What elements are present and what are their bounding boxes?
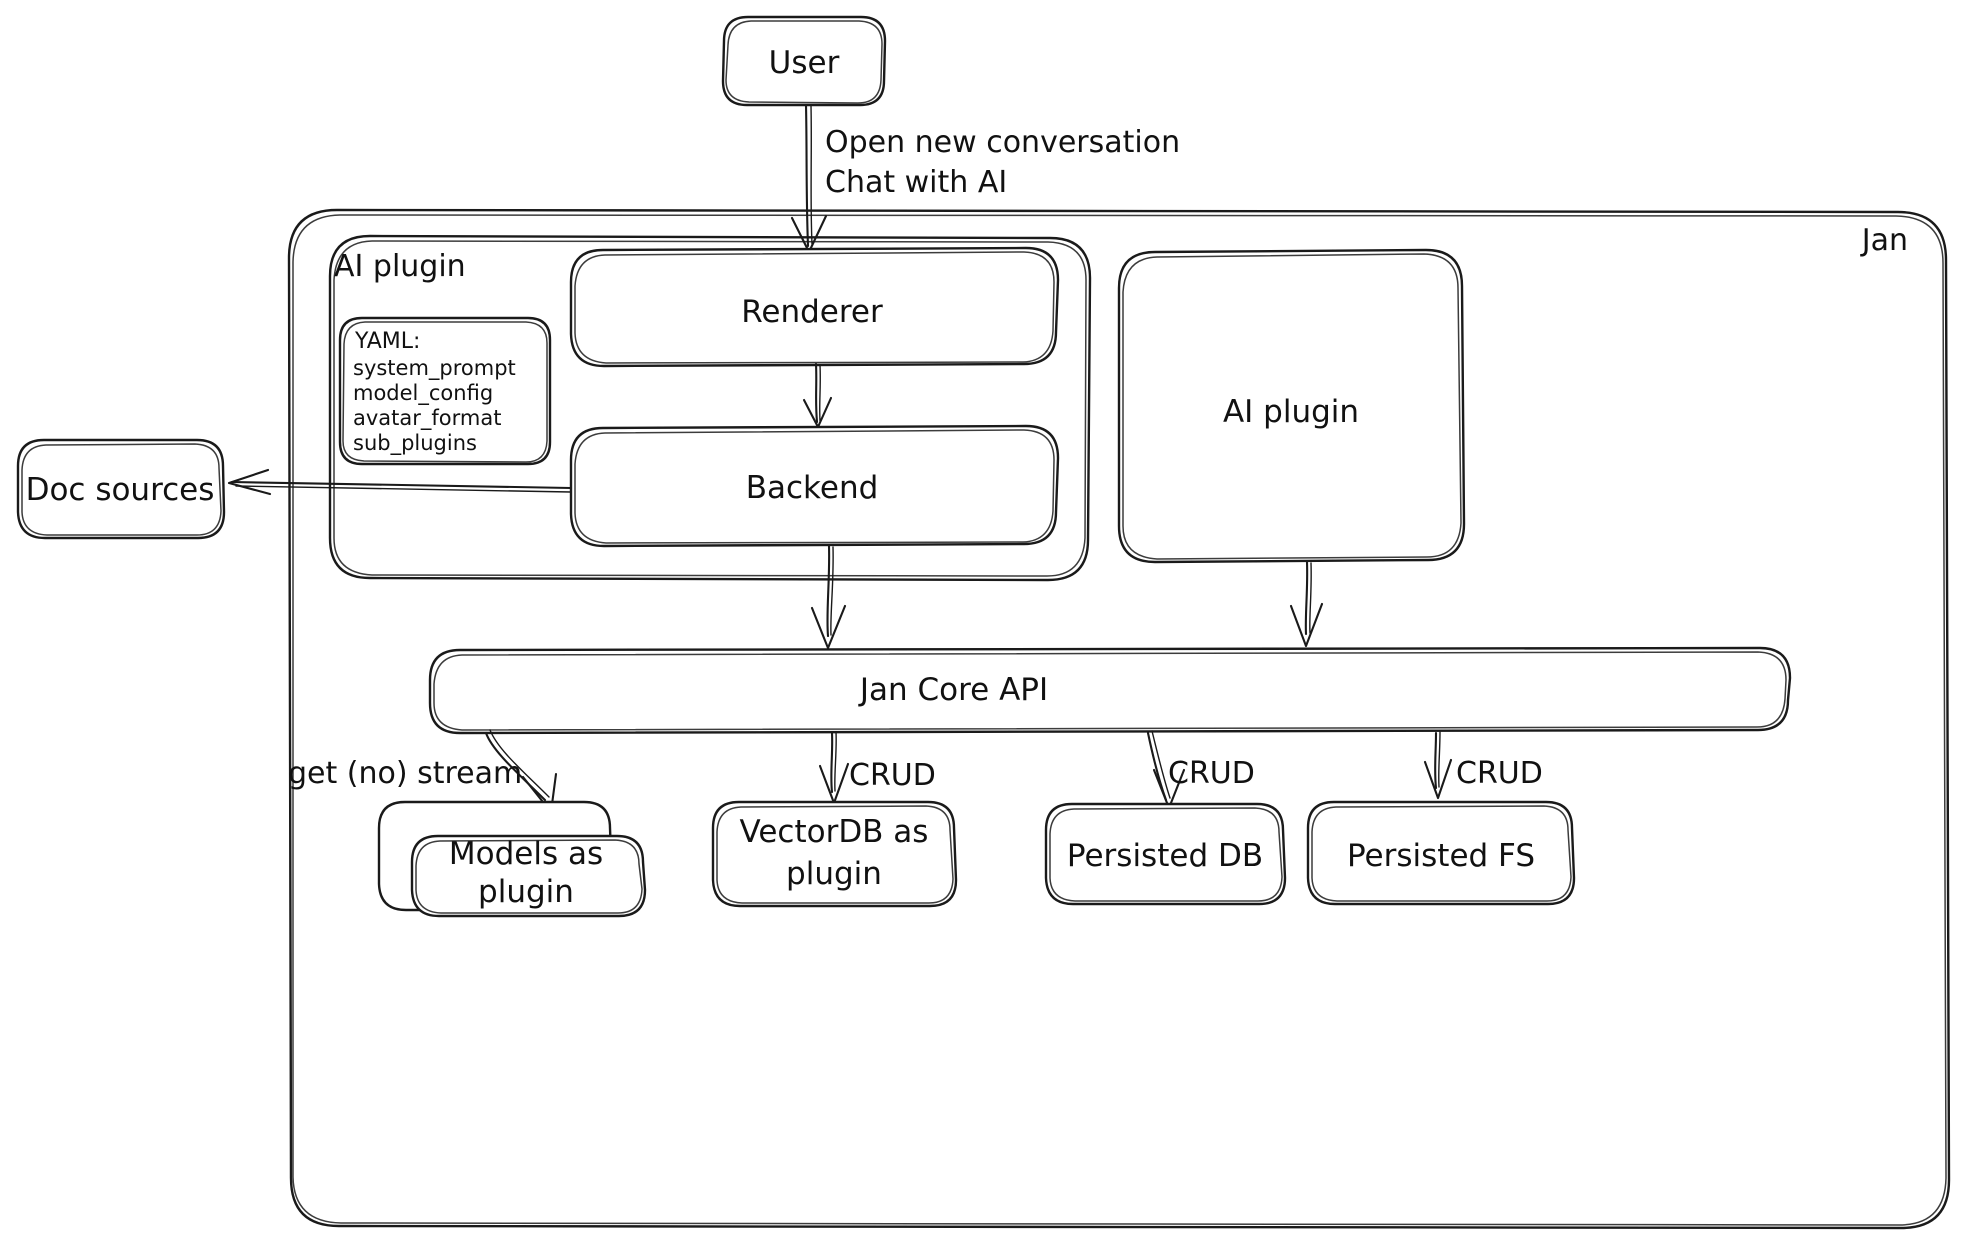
node-ai-plugin-label: AI plugin xyxy=(1223,394,1359,430)
node-doc-sources-label: Doc sources xyxy=(26,472,215,508)
ai-plugin-group-label: AI plugin xyxy=(334,249,466,284)
node-renderer-label: Renderer xyxy=(741,294,883,330)
edge-label-core-persisted-db: CRUD xyxy=(1168,756,1255,791)
edge-label-core-persisted-fs: CRUD xyxy=(1456,756,1543,791)
node-persisted-fs-label: Persisted FS xyxy=(1347,838,1535,874)
yaml-key-system-prompt: system_prompt xyxy=(353,356,516,381)
edge-label-user-renderer-line1: Open new conversation xyxy=(825,125,1180,160)
node-persisted-db-label: Persisted DB xyxy=(1067,838,1263,874)
edge-backend-to-doc-sources xyxy=(227,468,573,496)
jan-container-label: Jan xyxy=(1860,223,1908,258)
yaml-key-avatar-format: avatar_format xyxy=(353,406,501,431)
yaml-key-model-config: model_config xyxy=(353,381,493,406)
edge-core-to-vectordb: CRUD xyxy=(818,731,936,805)
edge-core-to-persisted-fs: CRUD xyxy=(1423,731,1543,800)
edge-core-to-models: get (no) stream xyxy=(288,729,558,814)
node-vectordb-as-plugin-label-line2: plugin xyxy=(786,856,882,892)
edge-label-core-models: get (no) stream xyxy=(288,756,522,791)
node-backend-label: Backend xyxy=(746,470,879,506)
edge-label-user-renderer-line2: Chat with AI xyxy=(825,165,1007,200)
node-user[interactable]: User xyxy=(721,15,887,107)
node-user-label: User xyxy=(769,45,840,81)
node-persisted-db[interactable]: Persisted DB xyxy=(1044,802,1287,906)
node-models-as-plugin-label-line2: plugin xyxy=(478,874,574,910)
node-renderer[interactable]: Renderer xyxy=(569,246,1060,368)
edge-user-to-renderer: Open new conversation Chat with AI xyxy=(790,103,1180,254)
node-models-as-plugin-label-line1: Models as xyxy=(449,836,603,872)
yaml-key-sub-plugins: sub_plugins xyxy=(353,431,477,456)
node-vectordb-as-plugin-label-line1: VectorDB as xyxy=(740,814,929,850)
node-backend[interactable]: Backend xyxy=(569,424,1060,548)
edge-ai-plugin-to-core xyxy=(1289,560,1324,648)
edge-label-core-vectordb: CRUD xyxy=(849,758,936,793)
edge-core-to-persisted-db: CRUD xyxy=(1146,730,1255,810)
node-vectordb-as-plugin[interactable]: VectorDB as plugin xyxy=(711,800,958,908)
node-doc-sources[interactable]: Doc sources xyxy=(16,438,226,540)
edge-backend-to-core xyxy=(810,544,847,650)
node-jan-core-api[interactable]: Jan Core API xyxy=(428,646,1792,735)
node-models-as-plugin[interactable]: Models as plugin xyxy=(377,800,647,918)
node-ai-plugin[interactable]: AI plugin xyxy=(1117,248,1466,564)
yaml-config-card: YAML: system_prompt model_config avatar_… xyxy=(338,316,552,466)
node-jan-core-api-label: Jan Core API xyxy=(858,672,1048,708)
node-persisted-fs[interactable]: Persisted FS xyxy=(1306,800,1576,906)
yaml-card-header: YAML: xyxy=(354,329,420,354)
